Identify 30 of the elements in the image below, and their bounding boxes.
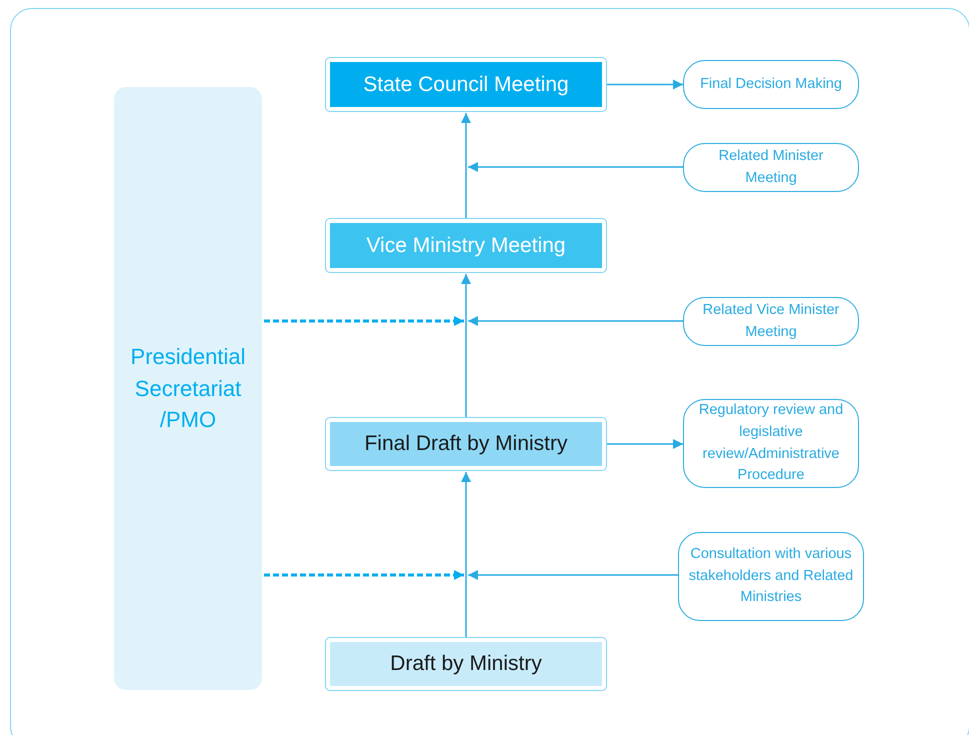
box-label: Vice Ministry Meeting bbox=[366, 234, 566, 258]
dashed-arrow bbox=[264, 316, 464, 326]
arrow bbox=[468, 570, 678, 580]
box-label: Final Draft by Ministry bbox=[364, 432, 568, 456]
dashed-arrow bbox=[264, 570, 464, 580]
rounded-box bbox=[683, 399, 859, 488]
process-box bbox=[325, 218, 607, 273]
arrow bbox=[607, 80, 683, 90]
box-label: Final Decision Making bbox=[700, 74, 842, 94]
rounded-box bbox=[678, 532, 864, 621]
arrow bbox=[607, 439, 683, 449]
rounded-box bbox=[683, 143, 859, 192]
rounded-box bbox=[683, 60, 859, 109]
process-box bbox=[325, 637, 607, 691]
box-label: Regulatory review and legislative review/Administrative Procedure bbox=[698, 401, 844, 486]
box-label: Draft by Ministry bbox=[390, 652, 542, 676]
box-label: State Council Meeting bbox=[363, 72, 569, 96]
process-box bbox=[325, 417, 607, 471]
arrow bbox=[461, 274, 471, 417]
process-box bbox=[325, 57, 607, 112]
rounded-box bbox=[683, 297, 859, 346]
arrow bbox=[461, 113, 471, 218]
box-label: Related Vice Minister Meeting bbox=[702, 300, 840, 342]
box-label: Presidential Secretariat /PMO bbox=[130, 342, 246, 434]
side-panel bbox=[114, 87, 262, 690]
box-label: Related Minister Meeting bbox=[718, 146, 824, 188]
arrow bbox=[468, 162, 683, 172]
arrow bbox=[468, 316, 683, 326]
arrow bbox=[461, 472, 471, 637]
box-label: Consultation with various stakeholders and Related Ministries bbox=[688, 544, 854, 608]
